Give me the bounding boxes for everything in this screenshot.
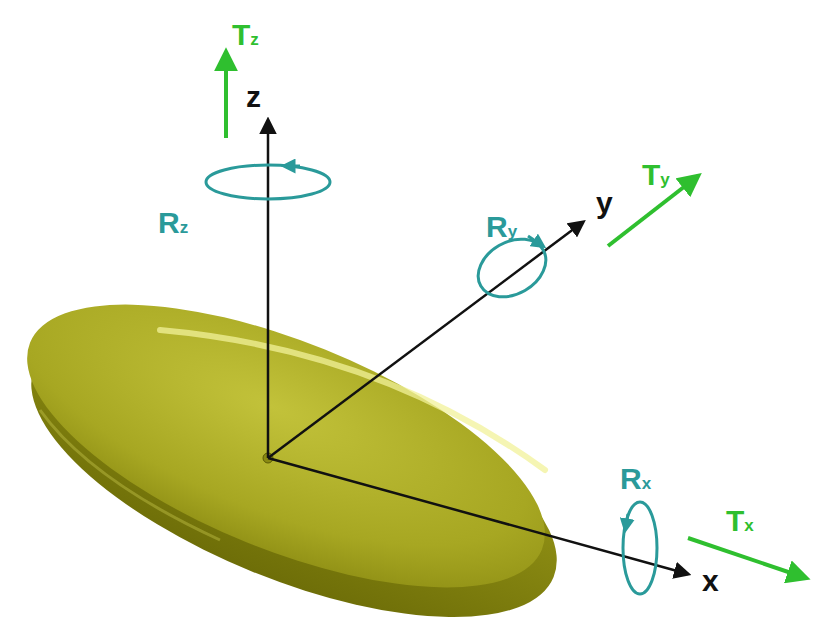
coordinate-axes [268,120,688,574]
ellipsoid-disk [0,246,594,622]
axis-label: y [596,188,613,218]
axis-label: x [702,566,719,596]
axis-label: z [246,82,261,112]
translation-label: Ty [642,160,670,190]
translation-label: Tz [232,20,259,50]
translation-arrows [226,52,806,578]
rotation-label: Rx [620,464,651,494]
translation-label: Tx [726,506,754,536]
rotation-arrows [206,165,657,594]
rotation-label: Rz [158,208,188,238]
rotation-label: Ry [486,212,517,242]
